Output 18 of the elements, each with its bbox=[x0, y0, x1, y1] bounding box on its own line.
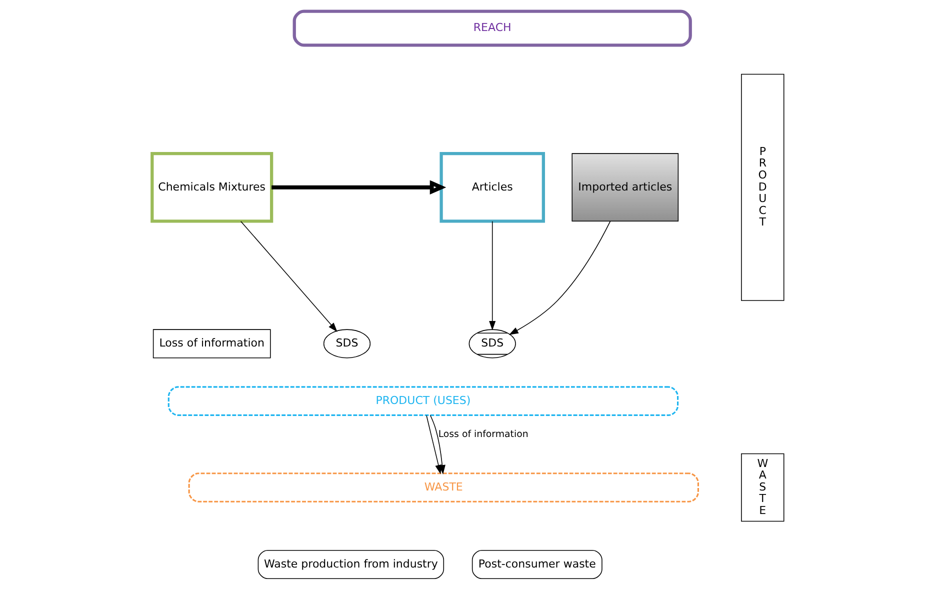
node-box: Imported articles bbox=[571, 153, 678, 222]
node-box: Post-consumer waste bbox=[471, 550, 602, 580]
arrow bbox=[240, 220, 337, 332]
node-ellipse: SDS bbox=[322, 329, 370, 358]
node-box: Chemicals Mixtures bbox=[150, 152, 273, 223]
edge-label: Loss of information bbox=[438, 428, 528, 440]
arrow bbox=[271, 180, 446, 194]
node-box: Loss of information bbox=[152, 329, 270, 358]
node-box: PRODUCT bbox=[740, 74, 784, 301]
node-box: PRODUCT (USES) bbox=[167, 386, 678, 416]
arrow bbox=[508, 220, 610, 335]
node-box: Articles bbox=[439, 152, 544, 223]
node-ellipse: SDS bbox=[468, 329, 516, 358]
node-box: WASTE bbox=[188, 472, 698, 502]
arrow bbox=[488, 220, 496, 330]
node-box: REACH bbox=[292, 10, 692, 47]
node-box: Waste production from industry bbox=[257, 550, 444, 580]
node-box: WASTE bbox=[740, 453, 784, 522]
